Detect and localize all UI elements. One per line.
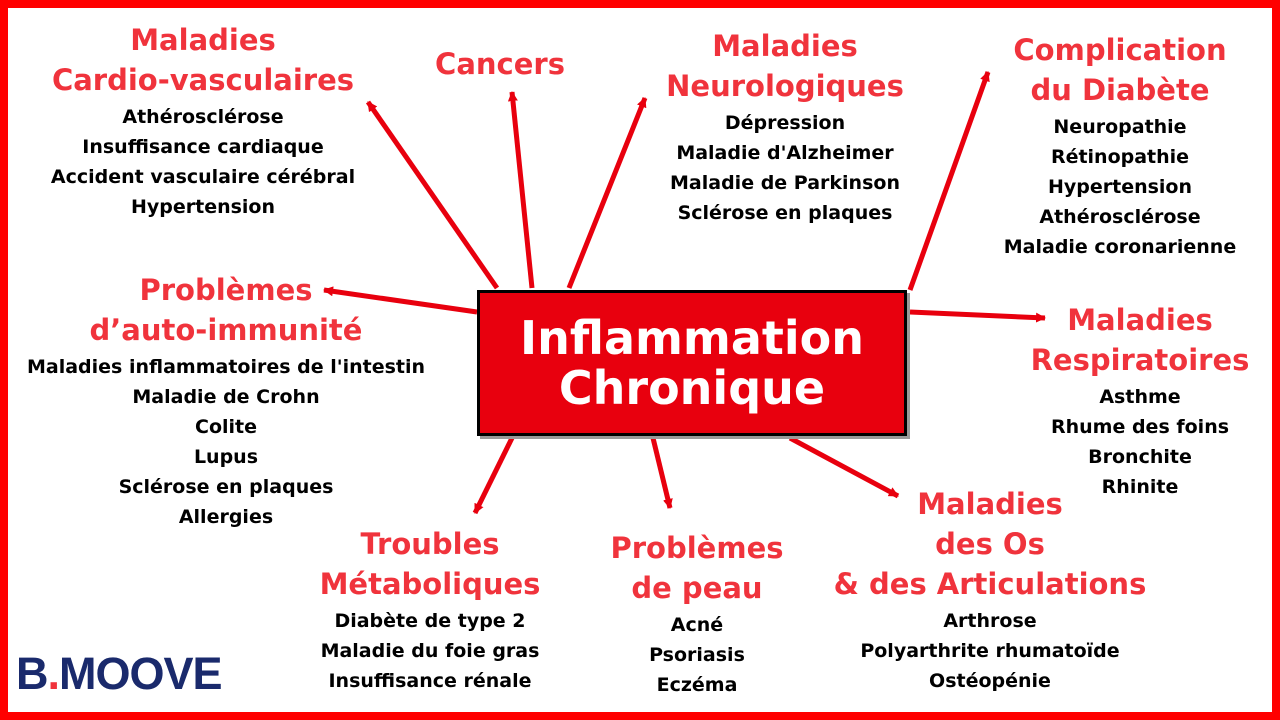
- node-cancers: Cancers: [410, 44, 590, 84]
- category-title-line: Troubles: [360, 527, 500, 561]
- list-item: Rhinite: [1101, 476, 1179, 498]
- category-title-line: Maladies: [1067, 303, 1213, 337]
- list-item: Maladies inflammatoires de l'intestin: [26, 356, 426, 378]
- category-title-line: Maladies: [130, 23, 276, 57]
- category-title-line: Cancers: [435, 47, 565, 81]
- arrow-diabete: [907, 71, 991, 291]
- list-item: Maladie du foie gras: [320, 640, 540, 662]
- list-item: Psoriasis: [649, 644, 745, 666]
- list-item: Colite: [195, 416, 257, 438]
- category-title: Problèmes d’auto-immunité: [8, 270, 446, 350]
- category-title-line: Cardio-vasculaires: [51, 63, 355, 97]
- category-title-line: des Os: [935, 527, 1045, 561]
- list-item: Neuropathie: [1053, 116, 1187, 138]
- list-item: Diabète de type 2: [334, 610, 526, 632]
- logo-dot: .: [47, 648, 60, 699]
- list-item: Accident vasculaire cérébral: [50, 166, 356, 188]
- arrow-cancers: [507, 91, 535, 289]
- arrow-metaboliques: [472, 436, 515, 515]
- category-title-line: Problèmes: [139, 273, 313, 307]
- arrow-cardio: [365, 100, 500, 290]
- list-item: Rhume des foins: [1050, 416, 1230, 438]
- category-title-line: & des Articulations: [833, 567, 1147, 601]
- category-title-line: d’auto-immunité: [89, 313, 363, 347]
- list-item: Dépression: [724, 112, 846, 134]
- category-title-line: Maladies: [917, 487, 1063, 521]
- logo-b: B: [16, 648, 48, 699]
- category-title-line: Métaboliques: [319, 567, 541, 601]
- arrow-os: [788, 435, 900, 499]
- category-title: Problèmes de peau: [582, 528, 812, 608]
- bmoove-logo: B.MOOVE: [16, 648, 223, 700]
- central-node: Inflammation Chronique: [477, 290, 907, 436]
- center-title-line2: Chronique: [558, 361, 826, 415]
- list-item: Acné: [670, 614, 724, 636]
- list-item: Lupus: [193, 446, 259, 468]
- list-item: Sclérose en plaques: [118, 476, 334, 498]
- list-item: Bronchite: [1088, 446, 1192, 468]
- category-title-line: Complication: [1013, 33, 1227, 67]
- list-item: Athérosclérose: [122, 106, 284, 128]
- list-item: Insuffisance rénale: [328, 670, 532, 692]
- list-item: Polyarthrite rhumatoïde: [860, 640, 1120, 662]
- list-item: Hypertension: [130, 196, 276, 218]
- list-item: Arthrose: [943, 610, 1037, 632]
- list-item: Rétinopathie: [1050, 146, 1190, 168]
- list-item: Maladie de Crohn: [132, 386, 320, 408]
- category-title-line: Neurologiques: [666, 69, 904, 103]
- list-item: Asthme: [1099, 386, 1181, 408]
- list-item: Insuffisance cardiaque: [82, 136, 324, 158]
- center-title-line1: Inflammation: [519, 311, 864, 365]
- category-title: Cancers: [410, 44, 590, 84]
- logo-moove: MOOVE: [59, 648, 223, 699]
- arrow-auto-immunite: [323, 286, 478, 315]
- list-item: Sclérose en plaques: [677, 202, 893, 224]
- category-title-line: Respiratoires: [1030, 343, 1250, 377]
- list-item: Hypertension: [1047, 176, 1193, 198]
- category-title-line: du Diabète: [1030, 73, 1210, 107]
- list-item: Allergies: [178, 506, 274, 528]
- category-title-line: Maladies: [712, 29, 858, 63]
- category-title-line: de peau: [631, 571, 763, 605]
- list-item: Maladie d'Alzheimer: [676, 142, 894, 164]
- arrows-layer: [323, 71, 1046, 515]
- category-title: Maladies des Os & des Articulations: [815, 484, 1165, 604]
- list-item: Maladie coronarienne: [1003, 236, 1237, 258]
- category-title-line: Problèmes: [610, 531, 784, 565]
- arrow-peau: [650, 437, 673, 509]
- list-item: Eczéma: [656, 674, 738, 696]
- arrow-respiratoires: [909, 309, 1046, 323]
- category-title: Complication du Diabète: [970, 30, 1270, 110]
- arrow-neuro: [566, 97, 648, 289]
- list-item: Ostéopénie: [929, 670, 1051, 692]
- list-item: Athérosclérose: [1039, 206, 1201, 228]
- list-item: Maladie de Parkinson: [670, 172, 900, 194]
